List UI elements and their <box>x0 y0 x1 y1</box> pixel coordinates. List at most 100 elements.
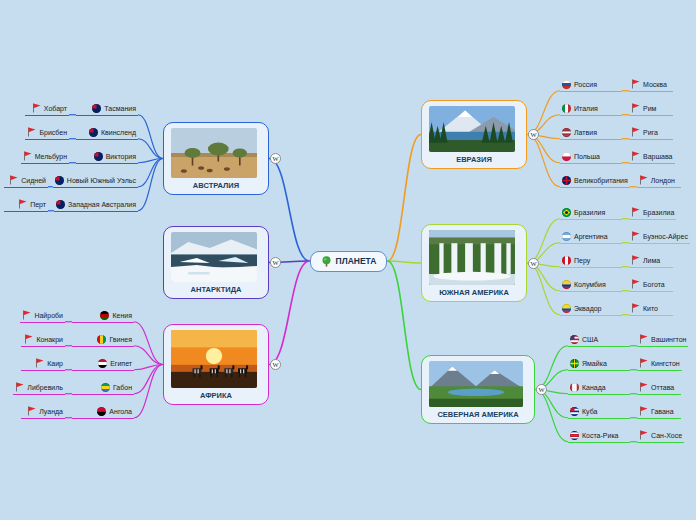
capital-flag-icon <box>639 358 648 368</box>
country-flag <box>55 176 64 185</box>
capital-flag-icon <box>23 151 32 161</box>
capital-flag-icon <box>631 151 640 161</box>
branch-line <box>138 159 163 211</box>
capital-topic: Москва <box>629 78 673 92</box>
country-name: Канада <box>582 384 606 391</box>
branch-line <box>630 417 637 418</box>
branch-line <box>622 290 629 291</box>
country-topic: Куба <box>568 405 630 419</box>
wiki-icon: W <box>270 257 281 268</box>
country-name: Куба <box>582 408 597 415</box>
capital-name: Брисбен <box>39 129 67 136</box>
capital-flag-icon <box>631 103 640 113</box>
continent-name: АВСТРАЛИЯ <box>171 181 261 190</box>
country-flag <box>562 256 571 265</box>
country-flag <box>570 407 579 416</box>
capital-flag-icon <box>9 175 18 185</box>
capital-topic: Варшава <box>629 150 675 164</box>
capital-flag-icon <box>639 175 648 185</box>
capital-name: Луанда <box>39 408 63 415</box>
country-topic: Западная Австралия <box>54 198 138 212</box>
central-title: ПЛАНЕТА <box>336 256 377 266</box>
branch-line <box>134 365 163 418</box>
country-name: Бразилия <box>574 209 605 216</box>
continent-name: ЕВРАЗИЯ <box>429 155 519 164</box>
country-flag <box>570 431 579 440</box>
capital-topic: Кито <box>629 302 673 316</box>
capital-name: Сан-Хосе <box>651 432 682 439</box>
country-topic: Коста-Рика <box>568 429 630 443</box>
capital-name: Гавана <box>651 408 674 415</box>
country-flag <box>570 383 579 392</box>
branch-line <box>527 91 560 135</box>
tree-icon <box>321 256 332 267</box>
country-name: Великобритания <box>574 177 628 184</box>
branch-line <box>65 417 72 418</box>
branch-line <box>65 321 72 322</box>
country-name: Западная Австралия <box>68 201 136 208</box>
wiki-icon: W <box>528 129 539 140</box>
country-topic: Эквадор <box>560 302 622 316</box>
country-name: Эквадор <box>574 305 602 312</box>
capital-flag-icon <box>27 127 36 137</box>
branch-line <box>535 390 568 442</box>
branch-line <box>134 346 163 365</box>
branch-line <box>622 266 629 267</box>
country-topic: Польша <box>560 150 622 164</box>
country-flag <box>562 104 571 113</box>
capital-name: Найроби <box>34 312 63 319</box>
country-topic: Габон <box>72 381 134 395</box>
country-name: Колумбия <box>574 281 606 288</box>
capital-topic: Бразилиа <box>629 206 676 220</box>
branch-line <box>65 345 72 346</box>
country-topic: Россия <box>560 78 622 92</box>
wiki-icon: W <box>270 359 281 370</box>
country-topic: Гвинея <box>72 333 134 347</box>
country-topic: Египет <box>72 357 134 371</box>
wiki-icon: W <box>528 258 539 269</box>
capital-name: Бразилиа <box>643 209 674 216</box>
continent-photo <box>429 361 523 407</box>
capital-flag-icon <box>639 406 648 416</box>
country-flag <box>89 128 98 137</box>
capital-flag-icon <box>18 199 27 209</box>
capital-topic: Мельбурн <box>21 150 69 164</box>
capital-flag-icon <box>24 334 33 344</box>
continent-name: АФРИКА <box>171 391 261 400</box>
country-flag <box>562 152 571 161</box>
country-name: Египет <box>110 360 132 367</box>
country-topic: Перу <box>560 254 622 268</box>
capital-flag-icon <box>27 406 36 416</box>
continent-topic: АФРИКА <box>163 324 269 405</box>
country-flag <box>562 208 571 217</box>
capital-topic: Брисбен <box>25 126 69 140</box>
country-flag <box>562 80 571 89</box>
capital-name: Оттава <box>651 384 674 391</box>
country-name: Польша <box>574 153 600 160</box>
country-name: Ангола <box>109 408 132 415</box>
branch-line <box>622 314 629 315</box>
wiki-icon: W <box>270 153 281 164</box>
country-name: Аргентина <box>574 233 608 240</box>
capital-flag-icon <box>631 255 640 265</box>
branch-line <box>630 345 637 346</box>
country-flag <box>92 104 101 113</box>
continent-topic: ЕВРАЗИЯ <box>421 100 527 169</box>
capital-name: Рим <box>643 105 656 112</box>
wiki-icon: W <box>536 384 547 395</box>
country-flag <box>562 176 571 185</box>
continent-photo <box>429 106 515 152</box>
country-topic: Бразилия <box>560 206 622 220</box>
country-name: Латвия <box>574 129 597 136</box>
continent-photo <box>429 230 515 285</box>
capital-name: Вашингтон <box>651 336 686 343</box>
country-topic: США <box>568 333 630 347</box>
capital-name: Москва <box>643 81 667 88</box>
country-name: Коста-Рика <box>582 432 619 439</box>
capital-name: Сидней <box>21 177 46 184</box>
capital-topic: Рига <box>629 126 673 140</box>
branch-line <box>630 393 637 394</box>
capital-flag-icon <box>631 231 640 241</box>
capital-name: Либревиль <box>27 384 63 391</box>
country-name: Габон <box>113 384 132 391</box>
